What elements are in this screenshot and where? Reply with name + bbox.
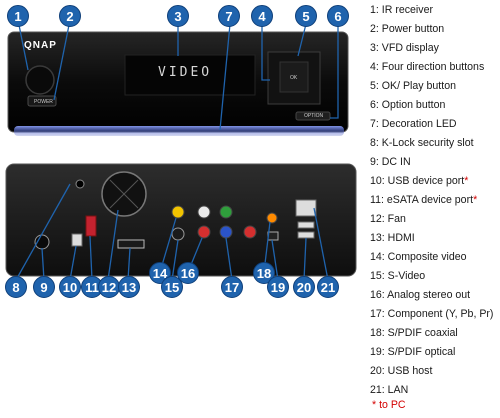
legend-item: 2: Power button (370, 23, 445, 35)
legend-item: 18: S/PDIF coaxial (370, 327, 458, 339)
svideo-port (171, 227, 185, 241)
callout-20: 20 (293, 276, 315, 298)
callout-10: 10 (59, 276, 81, 298)
legend-item: 1: IR receiver (370, 4, 433, 16)
lan-port (295, 199, 317, 217)
usb-host-port-b (297, 231, 315, 239)
vfd-window (124, 54, 256, 96)
composite-port (171, 205, 185, 219)
legend-item: 6: Option button (370, 99, 446, 111)
callout-3: 3 (167, 5, 189, 27)
vfd-display-text: VIDEO (158, 65, 213, 80)
led-strip (14, 126, 344, 136)
option-label: OPTION (304, 113, 324, 119)
legend-item: 21: LAN (370, 384, 409, 396)
spdif-optical-port (267, 231, 279, 241)
callout-4: 4 (251, 5, 273, 27)
callout-21: 21 (317, 276, 339, 298)
esata-port (85, 215, 97, 237)
ok-button-shape (279, 61, 309, 93)
audio-left-port (197, 205, 211, 219)
callout-9: 9 (33, 276, 55, 298)
legend-item: 14: Composite video (370, 251, 467, 263)
callout-8: 8 (5, 276, 27, 298)
callout-11: 11 (81, 276, 103, 298)
legend-item: 17: Component (Y, Pb, Pr) (370, 308, 494, 320)
kensington-slot (75, 179, 85, 189)
legend-item: 11: eSATA device port* (370, 194, 478, 206)
legend-item: 3: VFD display (370, 42, 439, 54)
callout-6: 6 (327, 5, 349, 27)
callout-2: 2 (59, 5, 81, 27)
spdif-coaxial-port (266, 212, 278, 224)
to-pc-star: * (473, 194, 478, 206)
legend-item: 16: Analog stereo out (370, 289, 471, 301)
power-button-shape (27, 95, 57, 107)
legend-item: 5: OK/ Play button (370, 80, 456, 92)
legend-item: 12: Fan (370, 213, 406, 225)
usb-device-port (71, 233, 83, 247)
power-label: POWER (34, 99, 53, 105)
legend-item: 13: HDMI (370, 232, 415, 244)
legend-item: 7: Decoration LED (370, 118, 457, 130)
rear-body (5, 163, 357, 277)
option-button-shape (295, 111, 331, 121)
footnote-to-pc: * to PC (372, 399, 406, 411)
callout-13: 13 (118, 276, 140, 298)
legend-item: 10: USB device port* (370, 175, 469, 187)
legend-item: 8: K-Lock security slot (370, 137, 474, 149)
component-pb-port (219, 225, 233, 239)
callout-17: 17 (221, 276, 243, 298)
to-pc-star: * (464, 175, 469, 187)
ok-label: OK (290, 75, 298, 81)
callout-19: 19 (267, 276, 289, 298)
legend-item: 15: S-Video (370, 270, 426, 282)
hdmi-port (117, 239, 145, 249)
brand-logo: QNAP (24, 40, 57, 51)
legend-item: 4: Four direction buttons (370, 61, 485, 73)
callout-1: 1 (7, 5, 29, 27)
callout-12: 12 (98, 276, 120, 298)
callout-16: 16 (177, 262, 199, 284)
legend-item: 20: USB host (370, 365, 433, 377)
front-panel-illustration (7, 19, 349, 136)
callout-15: 15 (161, 276, 183, 298)
rear-panel-illustration (5, 163, 357, 281)
callout-5: 5 (295, 5, 317, 27)
audio-right-port (197, 225, 211, 239)
callout-7: 7 (218, 5, 240, 27)
usb-host-port-a (297, 221, 315, 229)
component-y-port (219, 205, 233, 219)
legend-item: 19: S/PDIF optical (370, 346, 456, 358)
legend-item: 9: DC IN (370, 156, 411, 168)
ir-receiver (25, 65, 55, 95)
component-pr-port (243, 225, 257, 239)
